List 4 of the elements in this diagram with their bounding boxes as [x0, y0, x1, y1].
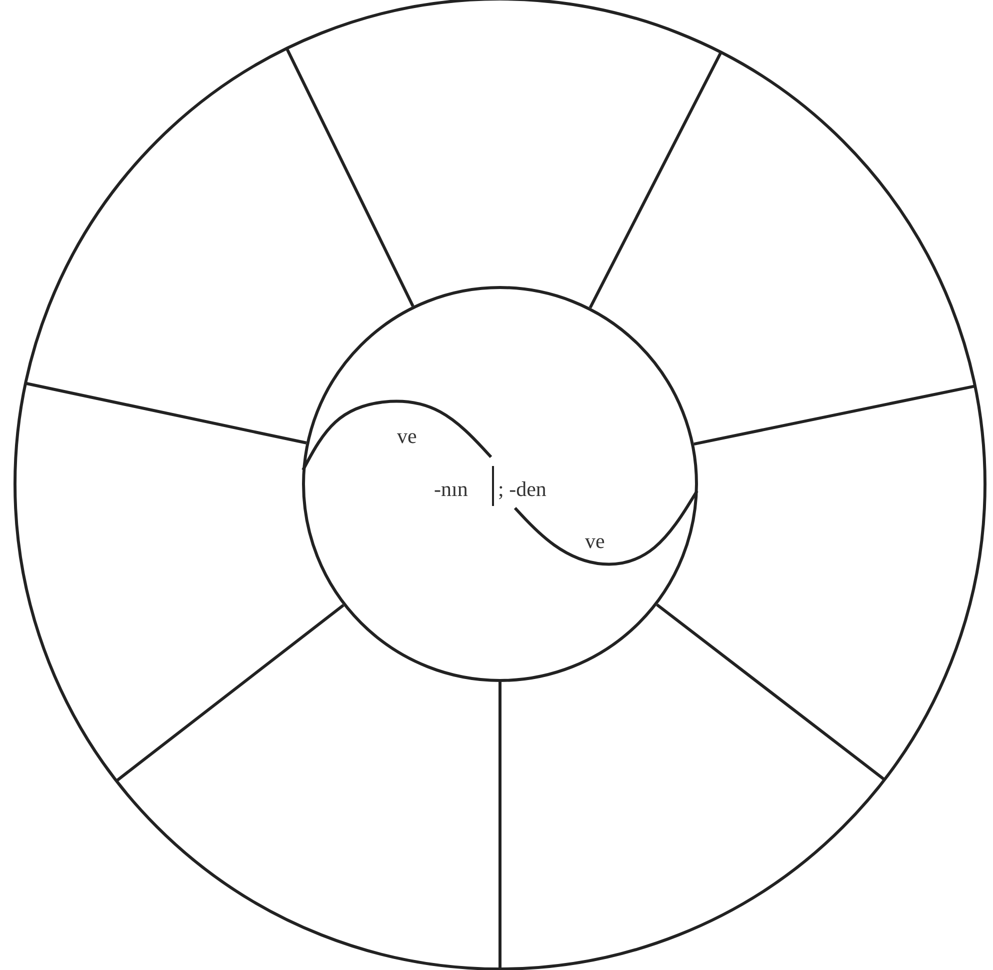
word-label: ; -den	[498, 479, 546, 500]
word-label: ve	[397, 426, 417, 447]
word-label: ve	[585, 531, 605, 552]
word-label: -nın	[434, 479, 468, 500]
